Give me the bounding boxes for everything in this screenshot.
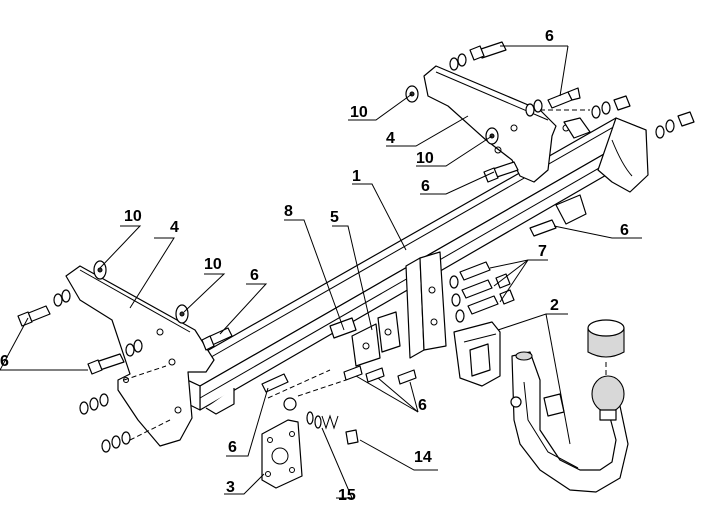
callout-10: 10 <box>416 150 434 167</box>
callout-15: 15 <box>338 487 356 504</box>
callout-6: 6 <box>421 178 430 195</box>
callout-10: 10 <box>350 104 368 121</box>
callout-14: 14 <box>414 449 432 466</box>
tow-ball-assembly <box>510 319 629 493</box>
callout-4: 4 <box>386 130 395 147</box>
callout-6: 6 <box>228 439 237 456</box>
fastener-group <box>17 41 695 453</box>
leader-lines <box>0 45 642 499</box>
center-plates <box>329 251 447 367</box>
callout-10: 10 <box>204 256 222 273</box>
callout-4: 4 <box>170 219 179 236</box>
assembly-guides <box>123 109 590 441</box>
washer-group <box>93 85 499 324</box>
callout-6: 6 <box>620 222 629 239</box>
callout-8: 8 <box>284 203 293 220</box>
electrical-block <box>453 321 501 387</box>
callout-6: 6 <box>250 267 259 284</box>
callout-6: 6 <box>0 353 9 370</box>
callout-6: 6 <box>545 28 554 45</box>
callout-6: 6 <box>418 397 427 414</box>
callout-10: 10 <box>124 208 142 225</box>
socket-bracket <box>261 397 359 489</box>
callout-1: 1 <box>352 168 361 185</box>
callout-3: 3 <box>226 479 235 496</box>
callout-5: 5 <box>330 209 339 226</box>
callout-2: 2 <box>550 297 559 314</box>
callout-labels: 6 10 4 10 6 1 6 10 4 10 6 8 5 7 2 6 6 6 … <box>0 28 629 504</box>
callout-7: 7 <box>538 243 547 260</box>
